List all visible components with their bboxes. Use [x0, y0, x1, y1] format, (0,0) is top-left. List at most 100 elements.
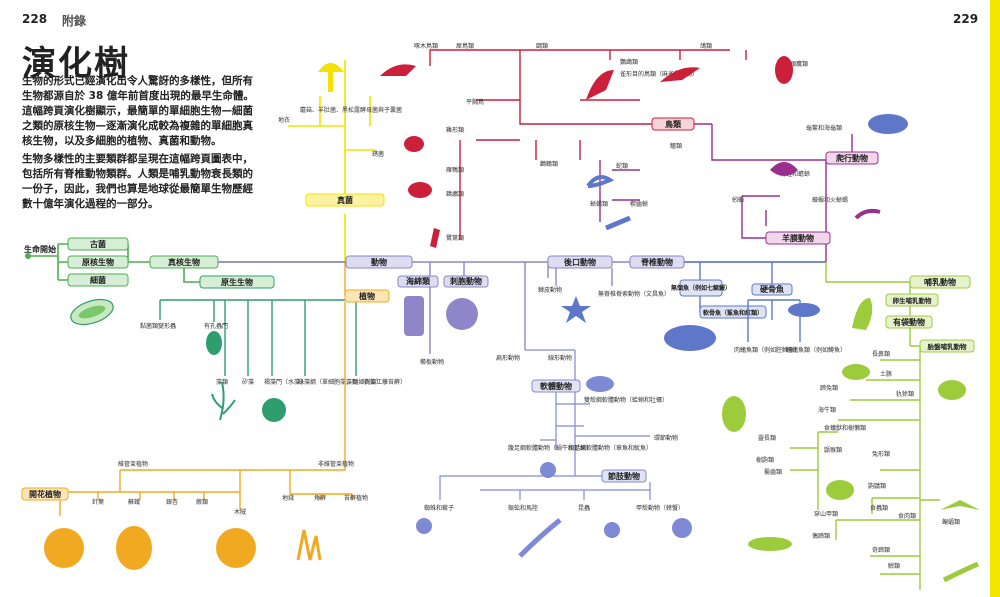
nonvascular-label: 非維管束植物: [318, 460, 354, 468]
salamander-icon: [854, 208, 881, 220]
cone-icon: [116, 526, 152, 570]
echinoderm-label: 棘皮動物: [538, 286, 562, 294]
flower-icon: [44, 528, 84, 568]
svg-text:後口動物: 後口動物: [564, 257, 596, 267]
parrot-icon: [586, 70, 614, 100]
svg-text:動物: 動物: [371, 257, 387, 267]
monkey-icon: [722, 396, 746, 432]
ratites-label: 平胸鳥: [466, 98, 484, 106]
whales-label: 鯨類: [888, 562, 900, 570]
svg-text:羊膜動物: 羊膜動物: [782, 233, 814, 243]
box-flowering: 開花植物: [21, 487, 69, 501]
turtle-icon: [868, 114, 908, 134]
insects-label: 昆蟲: [578, 504, 590, 512]
bats-label: 蝙蝠類: [942, 518, 960, 526]
box-placentals: 胎盤哺乳動物: [919, 339, 975, 353]
ginkgo-label: 銀杏: [166, 498, 178, 506]
pelicans-label: 鵜鶘類: [446, 190, 464, 198]
page-title: 演化樹: [22, 44, 130, 84]
heron-icon: [430, 228, 440, 248]
cycads-label: 蘇鐵: [128, 498, 140, 506]
rust-label: 銹菌: [372, 150, 384, 158]
snake-icon: [586, 175, 615, 188]
slime-molds-label: 黏菌類變形蟲: [140, 322, 176, 330]
svg-text:節肢動物: 節肢動物: [608, 471, 640, 481]
box-animals: 動物: [345, 255, 413, 269]
coral-icon: [446, 298, 478, 330]
snakes-label: 蛇類: [616, 162, 628, 170]
spiders-label: 蜘蛛和蠍子: [424, 504, 454, 512]
mushroom-label: 蘑菇、羊肚菌、黑松露: [300, 106, 360, 114]
svg-text:海綿類: 海綿類: [406, 276, 431, 286]
woodpeckers-label: 啄木鳥類: [414, 42, 438, 50]
ferns-label: 蕨類: [196, 498, 208, 506]
liverworts-label: 地錢: [282, 494, 294, 502]
box-mammals: 哺乳動物: [909, 275, 971, 289]
box-arthropods: 節肢動物: [601, 469, 647, 483]
svg-text:原核生物: 原核生物: [82, 257, 114, 267]
box-plants: 植物: [344, 289, 390, 303]
svg-text:開花植物: 開花植物: [29, 489, 61, 499]
horsetails-label: 木賊: [234, 508, 246, 516]
cheetah-icon: [748, 537, 792, 551]
fish-icon: [788, 303, 820, 317]
woodpecker-icon: [380, 64, 416, 76]
section-label: 附錄: [62, 14, 87, 28]
sirenians-label: 海牛類: [818, 406, 836, 414]
svg-text:細菌: 細菌: [90, 275, 106, 285]
shrews-label: 鼩鼱類: [868, 482, 886, 490]
centipede-icon: [518, 518, 562, 558]
parrots-label: 鸚鵡類: [620, 58, 638, 66]
box-cartilaginous: 軟骨魚（鯊魚和紅類）: [699, 305, 767, 319]
svg-text:刺胞動物: 刺胞動物: [449, 276, 482, 286]
lancelet-label: 無脊椎脊索動物（文昌魚）: [598, 290, 670, 298]
svg-text:爬行動物: 爬行動物: [835, 153, 868, 163]
lobe-finned-label: 肉鰭魚類（例如腔棘魚）: [734, 346, 800, 354]
green-algae-label: 綠藻綱（單細胞藻，例如衣藻）: [298, 378, 382, 386]
colugo-label: 鼯猴類: [824, 446, 842, 454]
svg-text:哺乳動物: 哺乳動物: [924, 277, 956, 287]
ray-icon: [664, 325, 716, 351]
red-algae2-label: 藻類（例如江蘺苔蘚）: [346, 378, 406, 386]
spider-icon: [416, 518, 432, 534]
frog-icon: [770, 162, 798, 176]
pigeons-label: 鴿類: [700, 42, 712, 50]
vascular-label: 維管束植物: [118, 460, 148, 468]
bat-icon: [940, 500, 980, 510]
box-chordates: 脊椎動物: [629, 255, 685, 269]
perching-label: 雀形目的鳥類（麻雀和烏鴉）: [620, 70, 698, 78]
armadillo-icon: [938, 380, 966, 400]
box-monotremes: 卵生哺乳動物: [885, 293, 939, 307]
box-deuterostome: 後口動物: [547, 255, 613, 269]
svg-text:脊椎動物: 脊椎動物: [640, 257, 673, 267]
box-prokaryote: 原核生物: [67, 255, 129, 269]
beetle-icon: [604, 522, 620, 538]
mushroom-icon: [318, 63, 344, 92]
hornbills-label: 犀鳥類: [456, 42, 474, 50]
even-toed-label: 偶蹄類: [812, 532, 830, 540]
crustaceans-label: 甲殼動物（螃蟹）: [636, 504, 684, 512]
intro-paragraph-2: 生物多樣性的主要類群都呈現在這幅跨頁圖表中，包括所有脊椎動物類群。人類是哺乳動物…: [22, 153, 253, 210]
svg-text:真菌: 真菌: [337, 195, 353, 205]
clubmoss-icon: [216, 528, 256, 568]
pelican-icon: [408, 182, 432, 198]
waterfowl-label: 雁鴨類: [446, 166, 464, 174]
odd-toed-label: 奇蹄類: [872, 546, 890, 554]
armadillos-label: 犰狳類: [896, 390, 914, 398]
svg-text:原生生物: 原生生物: [221, 277, 253, 287]
lizard-icon: [605, 215, 631, 231]
diatoms-label: 矽藻: [242, 378, 254, 386]
elephants-label: 長鼻類: [872, 350, 890, 358]
gastropods-label: 腹足綱軟體動物（蝸牛和蛞蝓）: [508, 444, 592, 452]
rabbit-icon: [826, 480, 854, 500]
svg-text:硬骨魚: 硬骨魚: [760, 284, 784, 294]
lichen-label: 地衣: [278, 116, 290, 124]
sponge-icon: [404, 296, 424, 336]
tree-shrews-label: 樹鼩類: [756, 456, 774, 464]
centipedes-label: 蜈蚣和馬陸: [508, 504, 538, 512]
aardvark-label: 土豚: [880, 370, 892, 378]
gull-icon: [660, 67, 700, 82]
right-page-number: 229: [953, 12, 979, 26]
owls-label: 貓頭鷹類: [784, 60, 808, 68]
yeast-label: 酵母菌與子囊菌: [360, 106, 402, 114]
